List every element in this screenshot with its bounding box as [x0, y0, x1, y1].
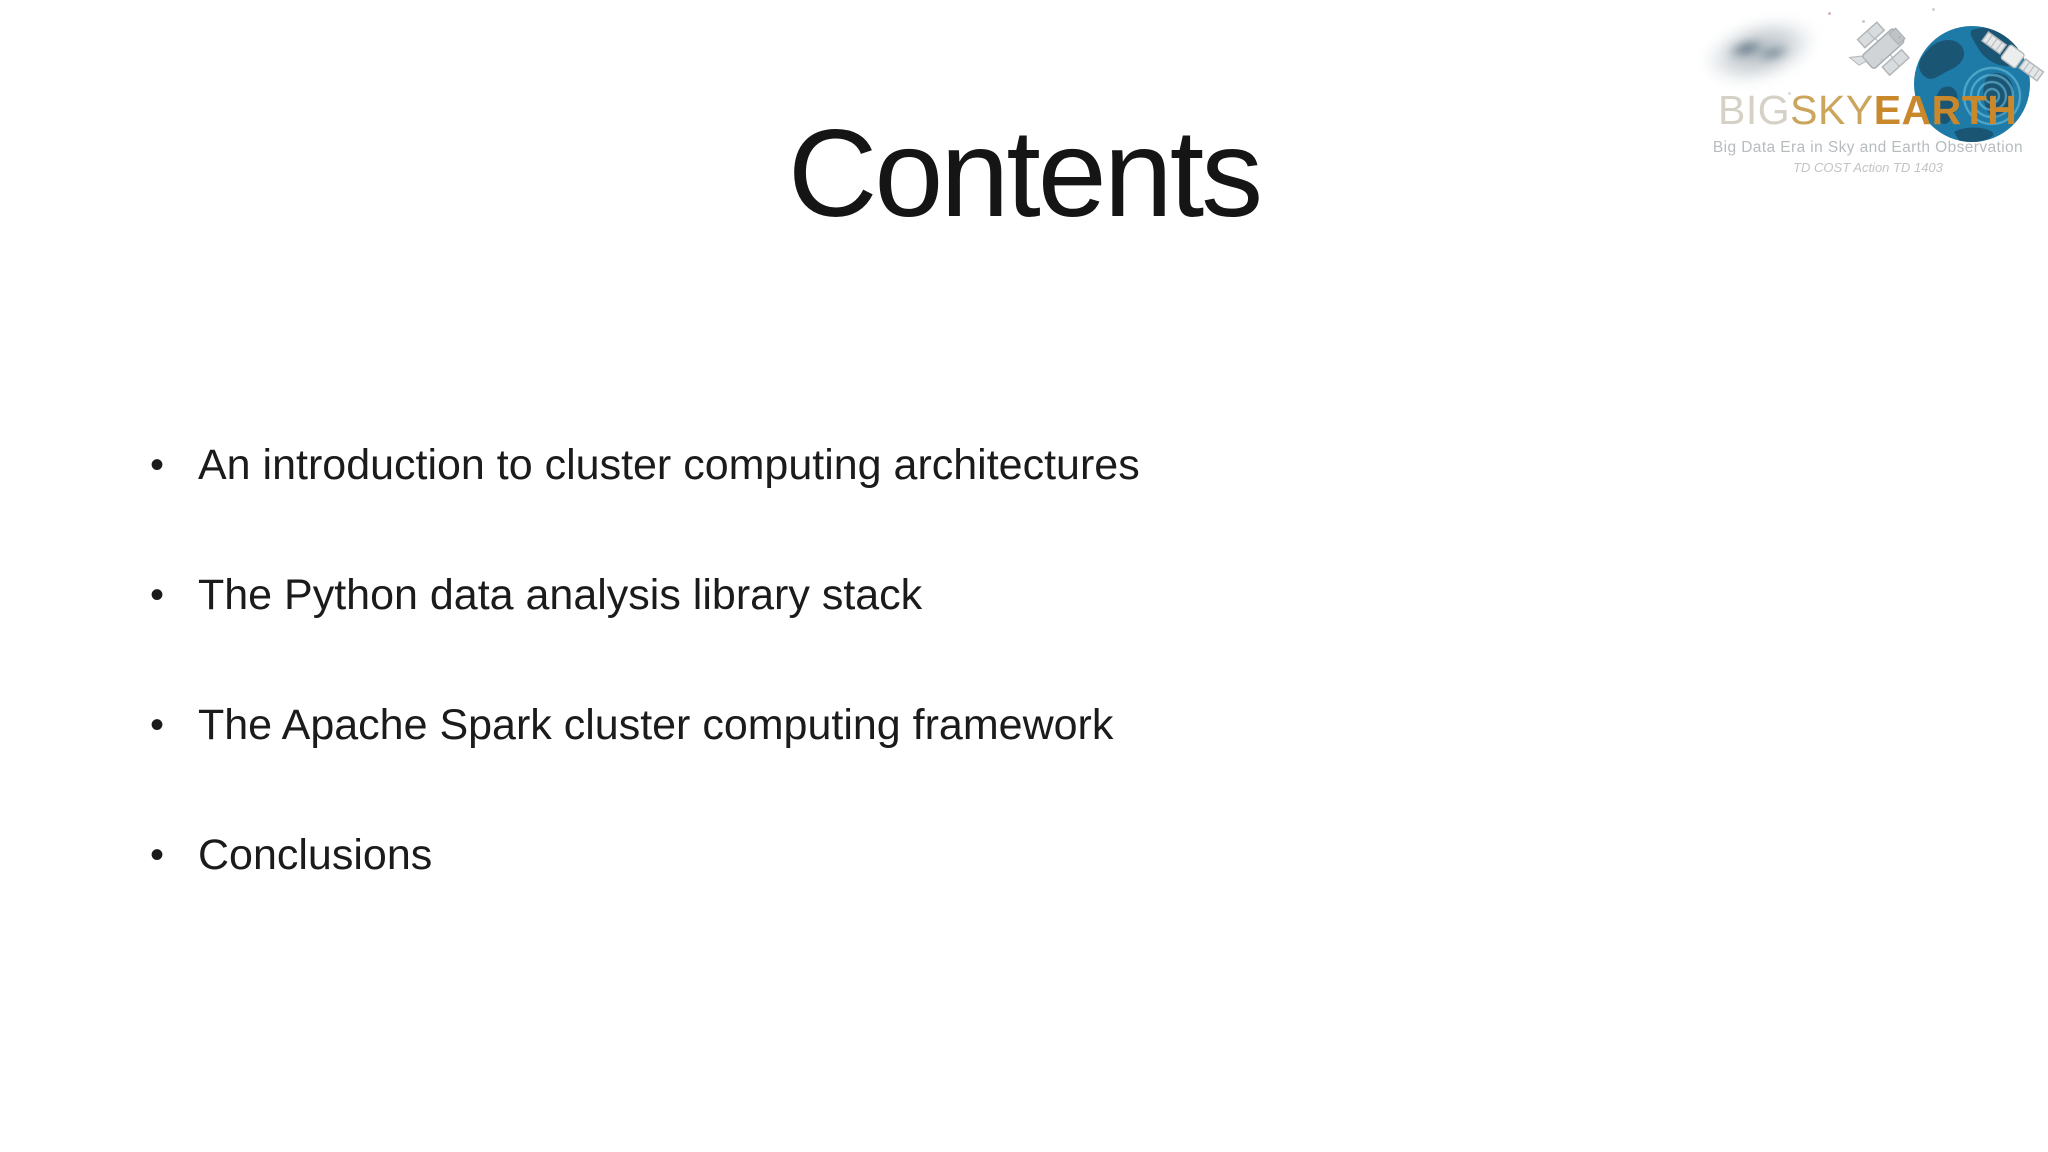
- bullet-icon: •: [150, 442, 165, 487]
- logo-tagline: Big Data Era in Sky and Earth Observatio…: [1712, 139, 2024, 156]
- list-item: • The Python data analysis library stack: [140, 530, 1928, 660]
- brand-sky: SKY: [1790, 87, 1874, 133]
- bullet-text: An introduction to cluster computing arc…: [198, 440, 1140, 489]
- bullet-icon: •: [150, 832, 165, 877]
- page-title: Contents: [787, 105, 1263, 243]
- hubble-telescope-icon: [1848, 21, 1911, 77]
- bigskyearth-logo: BIGSKYEARTH Big Data Era in Sky and Eart…: [1684, 0, 2048, 195]
- brand-wordmark: BIGSKYEARTH: [1718, 90, 2048, 131]
- list-item: • Conclusions: [140, 790, 1928, 920]
- earth-globe-icon: [1914, 26, 2045, 142]
- bullet-icon: •: [150, 572, 165, 617]
- satellite-icon: [1980, 30, 2045, 82]
- list-item: • The Apache Spark cluster computing fra…: [140, 660, 1928, 790]
- brand-earth: EARTH: [1873, 87, 2018, 133]
- bullet-text: Conclusions: [198, 830, 433, 879]
- bullet-icon: •: [150, 702, 165, 747]
- bullet-text: The Apache Spark cluster computing frame…: [198, 700, 1114, 749]
- logo-cost-action: TD COST Action TD 1403: [1793, 160, 1943, 175]
- contents-list: • An introduction to cluster computing a…: [140, 400, 1928, 920]
- list-item: • An introduction to cluster computing a…: [140, 400, 1928, 530]
- star-speckles-icon: [1828, 12, 1831, 15]
- bullet-text: The Python data analysis library stack: [198, 570, 923, 619]
- signal-waves-icon: [1962, 66, 2022, 126]
- brand-big: BIG: [1718, 87, 1791, 133]
